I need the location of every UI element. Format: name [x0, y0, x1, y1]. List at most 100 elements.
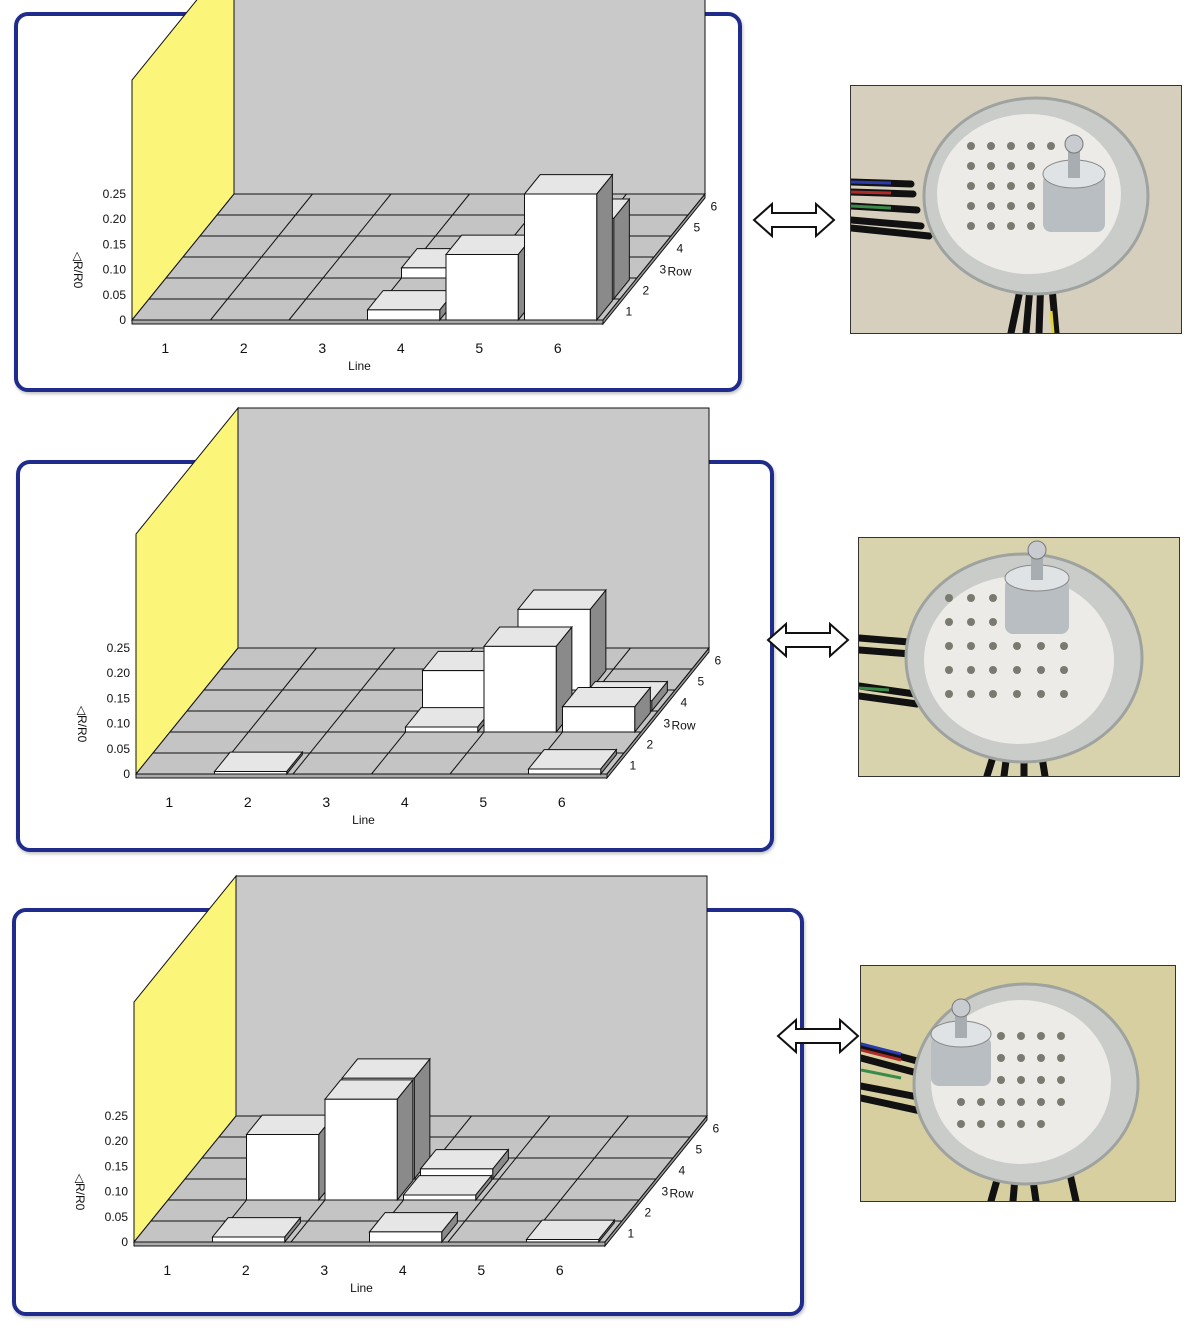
bar-top	[444, 234, 535, 255]
x-axis-label: Line	[352, 813, 375, 827]
bar-3d	[419, 1148, 510, 1181]
bar-3d	[323, 1078, 414, 1202]
row-tick-label: 6	[715, 654, 722, 668]
x-tick-label: 4	[399, 1262, 407, 1278]
bar-top	[482, 626, 573, 647]
photo-sensor-weight-2	[858, 537, 1180, 777]
bar-front	[405, 726, 479, 733]
row-tick-label: 3	[660, 263, 667, 277]
x-tick-label: 6	[554, 340, 562, 356]
y-tick-label: 0.20	[107, 666, 131, 680]
y-axis-label: ◁R/R0	[73, 1174, 87, 1211]
back-wall	[237, 407, 710, 649]
x-tick-label: 1	[165, 794, 173, 810]
y-tick-label: 0.05	[103, 288, 127, 302]
double-headed-arrow-icon	[752, 201, 836, 239]
x-tick-label: 5	[479, 794, 487, 810]
x-axis-label: Line	[350, 1281, 373, 1295]
y-tick-label: 0.10	[103, 263, 127, 277]
row-tick-label: 4	[681, 696, 688, 710]
row-tick-label: 4	[677, 242, 684, 256]
y-tick-label: 0.25	[103, 187, 127, 201]
bar-top	[366, 290, 457, 311]
bar-3d	[402, 1174, 493, 1202]
y-tick-label: 0.25	[107, 641, 131, 655]
row-tick-label: 2	[645, 1206, 652, 1220]
bar-3d	[245, 1113, 336, 1202]
floor-edge	[602, 192, 706, 326]
bar-top	[516, 589, 607, 610]
bar-side	[396, 1078, 414, 1202]
x-tick-label: 3	[320, 1262, 328, 1278]
x-tick-label: 3	[322, 794, 330, 810]
x-axis-label: Line	[348, 359, 371, 373]
bar-top	[419, 1149, 510, 1170]
bar-front	[214, 770, 288, 775]
bar-side	[596, 173, 613, 322]
bar-front	[445, 253, 519, 321]
double-headed-arrow-icon	[766, 621, 850, 659]
bar-3d	[366, 289, 457, 322]
bar-front	[367, 309, 441, 321]
x-tick-label: 3	[318, 340, 326, 356]
bar-top	[404, 707, 495, 728]
x-tick-label: 5	[477, 1262, 485, 1278]
bar-3d	[211, 1216, 302, 1244]
bar-3d	[523, 173, 614, 322]
photo-sensor-weight-1	[850, 85, 1182, 334]
y-tick-label: 0.05	[105, 1210, 129, 1224]
floor-edge	[604, 1114, 708, 1248]
bar-front	[524, 193, 598, 321]
y-tick-label: 0	[123, 767, 130, 781]
bar-3d	[561, 686, 652, 734]
bar-front	[212, 1236, 286, 1243]
double-headed-arrow-icon	[776, 1017, 860, 1055]
bar-top	[523, 174, 614, 195]
row-axis-label: Row	[672, 719, 696, 733]
bar-front	[483, 645, 557, 733]
row-tick-label: 4	[679, 1164, 686, 1178]
y-tick-label: 0.15	[105, 1159, 129, 1173]
bar-top	[340, 1058, 431, 1079]
row-tick-label: 5	[696, 1143, 703, 1157]
y-tick-label: 0	[121, 1235, 128, 1249]
y-tick-label: 0.20	[105, 1134, 129, 1148]
row-axis-label: Row	[670, 1187, 694, 1201]
y-axis-label: ◁R/R0	[75, 706, 89, 743]
bar-front	[526, 1238, 600, 1243]
row-axis-label: Row	[668, 265, 692, 279]
floor-edge	[606, 646, 710, 780]
x-tick-label: 6	[558, 794, 566, 810]
bar-top	[368, 1212, 459, 1233]
x-tick-label: 2	[244, 794, 252, 810]
y-tick-label: 0.15	[107, 691, 131, 705]
bar-3d	[404, 706, 495, 734]
row-tick-label: 6	[713, 1122, 720, 1136]
x-tick-label: 4	[401, 794, 409, 810]
bar-front	[528, 768, 602, 775]
bar-top	[402, 1175, 493, 1196]
row-tick-label: 2	[643, 284, 650, 298]
photo-sensor-weight-3	[860, 965, 1176, 1202]
x-tick-label: 5	[475, 340, 483, 356]
bar-3d	[527, 748, 618, 776]
bar-3d	[525, 1218, 616, 1244]
y-tick-label: 0.20	[103, 212, 127, 226]
bar-top	[561, 686, 652, 708]
y-tick-label: 0.05	[107, 742, 131, 756]
y-axis-label: ◁R/R0	[71, 252, 85, 289]
row-tick-label: 6	[711, 200, 718, 214]
floor-edge	[131, 319, 604, 325]
back-wall	[233, 0, 706, 195]
floor-edge	[135, 773, 608, 779]
row-tick-label: 1	[630, 759, 637, 773]
x-tick-label: 6	[556, 1262, 564, 1278]
bar-top	[213, 751, 304, 772]
y-tick-label: 0	[119, 313, 126, 327]
row-tick-label: 2	[647, 738, 654, 752]
x-tick-label: 2	[240, 340, 248, 356]
y-tick-label: 0.15	[103, 237, 127, 251]
bar-3d	[213, 750, 304, 776]
